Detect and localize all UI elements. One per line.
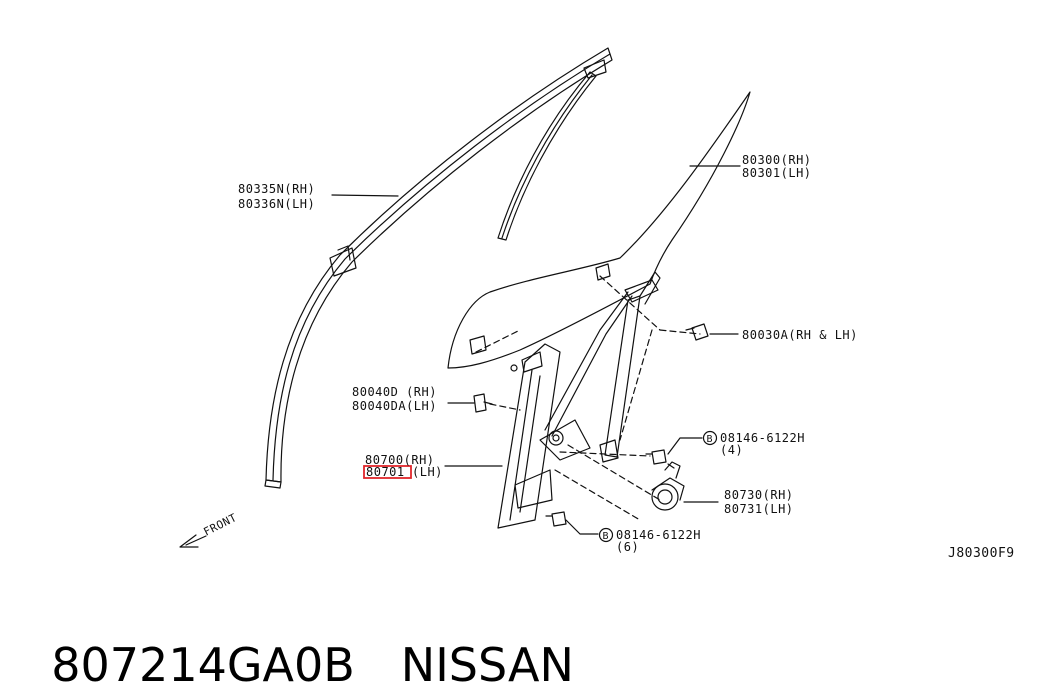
label-glass-rh: 80300(RH) (742, 153, 812, 167)
b-mark-lower: B (603, 531, 610, 542)
window-regulator (497, 271, 661, 529)
clip-80040d (473, 393, 493, 413)
label-bolt-c-part: 08146-6122H (616, 528, 701, 542)
label-bolt-b-part: 08146-6122H (720, 431, 805, 445)
b-mark-lower-circle (598, 527, 614, 543)
diagram-code: J80300F9 (948, 546, 1015, 561)
bolt-80030a (685, 323, 709, 341)
label-clip-lh: 80040DA(LH) (352, 399, 437, 413)
door-glass (447, 91, 751, 369)
label-bolt-c-qty: (6) (616, 540, 639, 554)
bolt-08146-upper (645, 449, 667, 465)
highlight-box (363, 465, 412, 479)
label-moulding-rh: 80335N(RH) (238, 182, 315, 196)
b-mark-upper: B (707, 434, 714, 445)
brand-name: NISSAN (400, 638, 574, 692)
label-motor-lh: 80731(LH) (724, 502, 794, 516)
label-regulator-lh-part: 80701 (366, 465, 405, 479)
label-regulator-lh-side: (LH) (412, 465, 443, 479)
leader-lines (331, 165, 741, 535)
bolt-08146-lower (545, 511, 567, 527)
label-front: FRONT (201, 511, 239, 539)
door-sash-moulding (264, 47, 613, 489)
label-clip-rh: 80040D (RH) (352, 385, 437, 399)
label-glass-lh: 80301(LH) (742, 166, 812, 180)
label-moulding-lh: 80336N(LH) (238, 197, 315, 211)
front-arrow-icon (179, 534, 207, 548)
parts-diagram: 80335N(RH) 80336N(LH) 80300(RH) 80301(LH… (179, 47, 1015, 561)
regulator-motor (651, 461, 685, 511)
glass-run-channel (497, 71, 597, 241)
label-motor-rh: 80730(RH) (724, 488, 794, 502)
assembly-lines (475, 275, 701, 521)
part-number: 807214GA0B (51, 638, 355, 692)
b-mark-upper-circle (702, 430, 718, 446)
label-regulator-rh: 80700(RH) (365, 453, 435, 467)
label-bolt-a: 80030A(RH & LH) (742, 328, 858, 342)
label-bolt-b-qty: (4) (720, 443, 743, 457)
